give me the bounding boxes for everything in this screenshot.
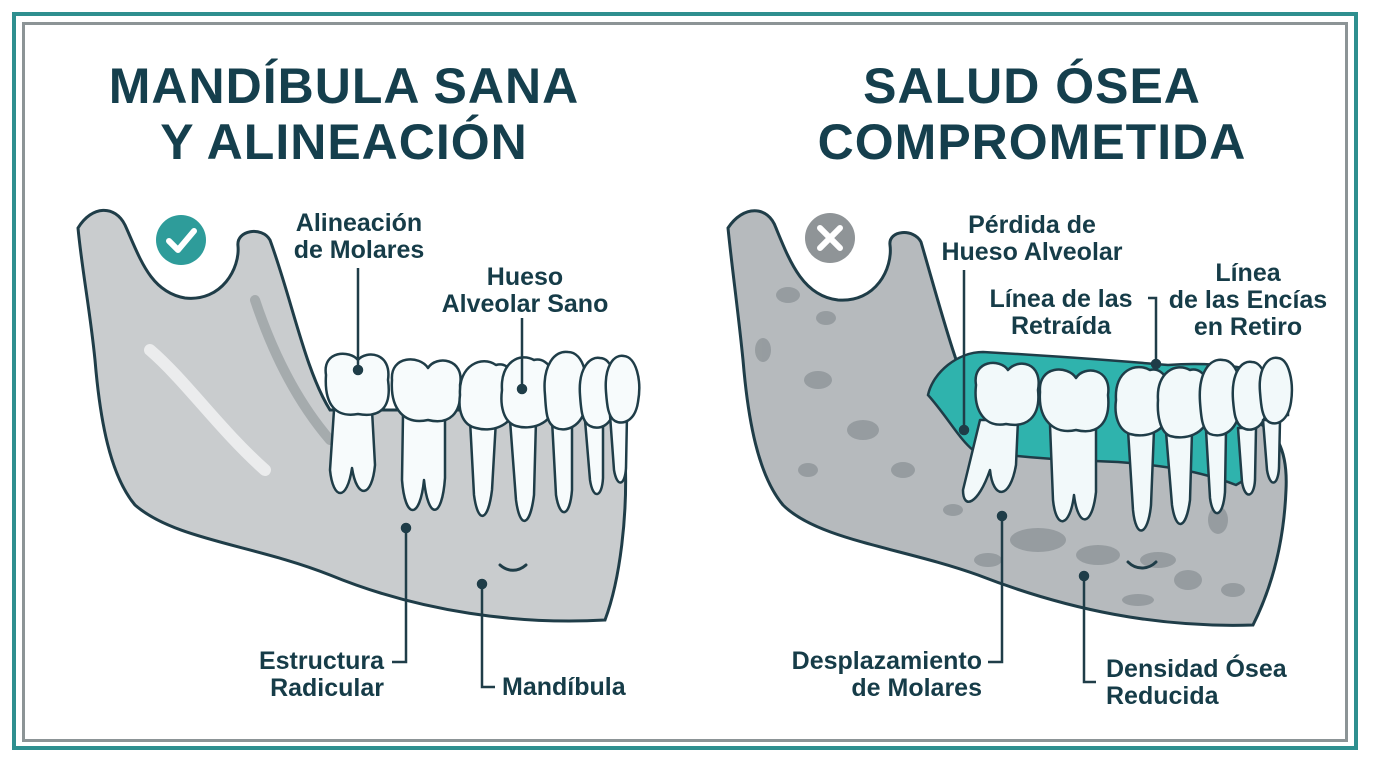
healthy-incisor-2 (604, 354, 641, 484)
compromised-title-line2: COMPROMETIDA (817, 114, 1247, 170)
label-retracted-line-line2: Retraída (1010, 312, 1112, 340)
label-molar-displacement-line2: de Molares (851, 674, 982, 702)
healthy-title-line2: Y ALINEACIÓN (160, 114, 528, 170)
healthy-canine (543, 350, 589, 514)
leader-dot-root-structure (400, 522, 412, 534)
leader-dot-bone-loss (958, 424, 970, 436)
label-bone-loss-line2: Hueso Alveolar (941, 238, 1123, 266)
label-reduced-density: Densidad Ósea Reducida (1106, 656, 1287, 710)
compromised-molar-2 (1038, 368, 1110, 523)
compromised-canine (1198, 358, 1243, 515)
healthy-jaw-illustration (76, 208, 641, 689)
inner-frame (22, 22, 1348, 742)
compromised-incisor-2 (1258, 356, 1294, 484)
healthy-premolar-2 (500, 356, 559, 523)
healthy-teeth (324, 350, 641, 523)
check-icon (156, 215, 206, 265)
label-root-structure: Estructura Radicular (220, 648, 384, 702)
label-healthy-bone-line2: Alveolar Sano (441, 290, 609, 318)
label-retracted-line-line1: Línea de las (989, 285, 1133, 313)
label-receding-gumline-line3: en Retiro (1193, 313, 1303, 341)
compromised-teeth (961, 356, 1294, 532)
label-reduced-density-line2: Reducida (1106, 682, 1219, 710)
compromised-panel-title: SALUD ÓSEA COMPROMETIDA (688, 58, 1376, 170)
label-mandible: Mandíbula (502, 673, 626, 701)
label-receding-gumline-line2: de las Encías (1168, 286, 1328, 314)
healthy-mandible-highlight (144, 344, 271, 476)
leader-dot-healthy-bone (516, 383, 528, 395)
compromised-premolar-2 (1156, 366, 1213, 526)
healthy-panel-title: MANDÍBULA SANA Y ALINEACIÓN (0, 58, 688, 170)
label-molar-displacement: Desplazamiento de Molares (750, 648, 982, 702)
label-bone-loss-line1: Pérdida de (968, 211, 1096, 239)
leader-dot-receding-gumline (1150, 358, 1162, 370)
leader-dot-mandible (476, 578, 488, 590)
label-bone-loss: Pérdida de Hueso Alveolar (922, 212, 1142, 266)
compromised-premolar-1 (1114, 365, 1173, 532)
healthy-jaw-panel: MANDÍBULA SANA Y ALINEACIÓN (0, 58, 688, 702)
label-receding-gumline-line1: Línea (1215, 259, 1281, 287)
label-reduced-density-line1: Densidad Ósea (1106, 655, 1287, 683)
label-healthy-bone-line1: Hueso (486, 263, 564, 291)
healthy-molar-2 (390, 358, 462, 512)
compromised-molar-1 (961, 361, 1040, 503)
label-molar-alignment-line2: de Molares (293, 236, 425, 264)
label-healthy-bone: Hueso Alveolar Sano (420, 264, 630, 318)
healthy-molar-1 (324, 352, 390, 494)
compromised-mental-foramen (1126, 560, 1158, 570)
bone-porosity-spots (755, 287, 1245, 606)
healthy-mandible-shadow (250, 295, 335, 445)
compromised-leader-lines (958, 270, 1162, 684)
label-root-structure-line2: Radicular (270, 674, 384, 702)
healthy-leader-lines (352, 268, 528, 689)
compromised-title-line1: SALUD ÓSEA (863, 58, 1201, 114)
leader-dot-molar-displacement (996, 510, 1008, 522)
outer-frame (12, 12, 1358, 750)
leader-dot-molar-alignment (352, 364, 364, 376)
healthy-mental-foramen (498, 563, 528, 572)
label-molar-alignment: Alineación de Molares (284, 210, 434, 264)
leader-receding-gumline (1148, 296, 1158, 360)
label-retracted-line: Línea de las Retraída (976, 286, 1146, 340)
leader-dot-reduced-density (1078, 570, 1090, 582)
compromised-jaw-panel: SALUD ÓSEA COMPROMETIDA (688, 0, 1376, 768)
leader-reduced-density (1082, 580, 1096, 684)
label-receding-gumline: Línea de las Encías en Retiro (1158, 260, 1338, 341)
label-root-structure-line1: Estructura (258, 647, 384, 675)
leader-root-structure (392, 532, 408, 664)
leader-mandible (480, 588, 495, 689)
compromised-jaw-illustration (726, 209, 1294, 684)
label-molar-alignment-line1: Alineación (295, 209, 423, 237)
leader-molar-displacement (988, 520, 1004, 664)
healthy-title-line1: MANDÍBULA SANA (108, 58, 580, 114)
label-molar-displacement-line1: Desplazamiento (791, 647, 982, 675)
x-icon (805, 213, 855, 263)
